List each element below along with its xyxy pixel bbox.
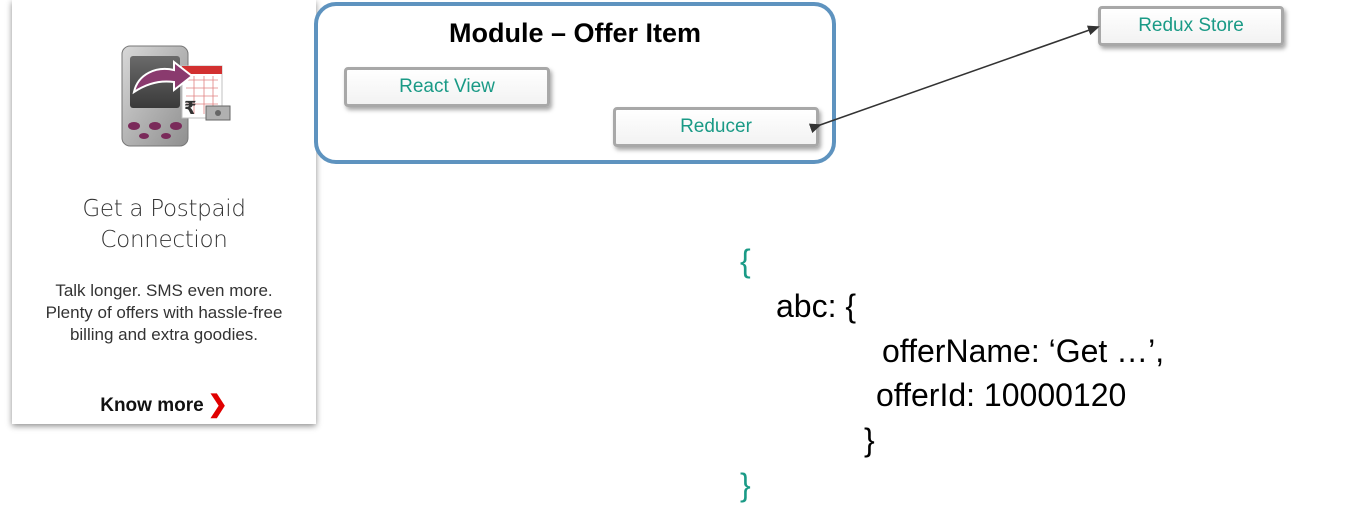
state-open-brace: {	[740, 243, 751, 279]
state-offer-name-line: offerName: ‘Get …’,	[882, 333, 1165, 369]
state-offer-id-line: offerId: 10000120	[876, 377, 1127, 413]
state-close-brace: }	[740, 467, 751, 503]
bidirectional-arrow	[808, 25, 1100, 134]
module-title: Module – Offer Item	[448, 18, 702, 48]
state-inner-close-brace: }	[864, 422, 875, 458]
state-abc-line: abc: {	[776, 288, 857, 324]
card-title-line-1: Get a Postpaid	[82, 196, 246, 222]
reducer-node: Reducer	[613, 107, 819, 147]
react-view-node: React View	[344, 67, 550, 107]
chevron-right-icon: ❯	[207, 391, 228, 418]
offer-card: ₹ Get a Postpaid Connection Talk longer.…	[12, 0, 316, 424]
know-more-label: Know more	[100, 395, 204, 416]
card-title-line-2: Connection	[100, 227, 228, 253]
know-more-link[interactable]: Know more❯	[12, 390, 316, 419]
card-title: Get a Postpaid Connection	[12, 194, 316, 256]
redux-store-node: Redux Store	[1098, 6, 1284, 46]
postpaid-phone-icon: ₹	[121, 45, 231, 147]
card-description-line-3: billing and extra goodies.	[69, 325, 259, 344]
card-description-line-1: Talk longer. SMS even more.	[55, 281, 273, 300]
card-description-line-2: Plenty of offers with hassle-free	[45, 303, 283, 322]
card-description: Talk longer. SMS even more. Plenty of of…	[26, 280, 302, 346]
rupee-symbol: ₹	[184, 98, 197, 119]
